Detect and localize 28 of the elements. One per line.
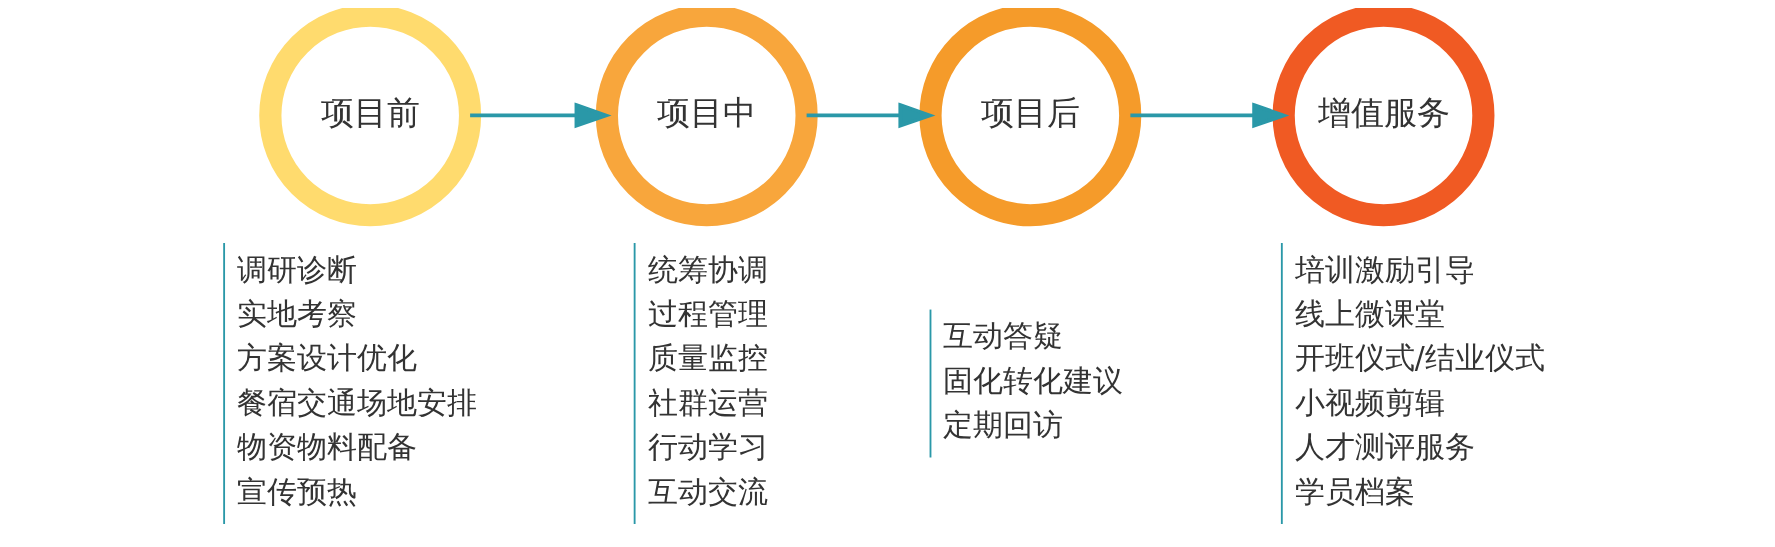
node-label: 学员档案 <box>1294 474 1415 509</box>
node-label: 人才测评服务 <box>1294 430 1475 465</box>
node-label: 实地考察 <box>237 296 358 331</box>
node-label: 质量监控 <box>647 341 768 376</box>
node-label: 过程管理 <box>647 296 768 331</box>
node-label: 宣传预热 <box>237 474 358 509</box>
node-label: 统筹协调 <box>647 252 768 287</box>
node-label: 互动交流 <box>647 474 768 509</box>
node-label: 培训激励引导 <box>1294 252 1475 287</box>
node-label: 线上微课堂 <box>1294 296 1445 331</box>
arrow <box>470 102 612 129</box>
node-label: 调研诊断 <box>237 252 358 287</box>
node-circle: 增值服务 <box>1272 8 1495 227</box>
node-circle: 项目后 <box>919 8 1142 227</box>
node-circle: 项目前 <box>259 8 482 227</box>
node-label: 固化转化建议 <box>943 363 1124 398</box>
node-label: 定期回访 <box>943 407 1064 442</box>
node-label: 方案设计优化 <box>237 341 418 376</box>
node-circle: 项目中 <box>595 8 818 227</box>
node-label: 社群运营 <box>647 385 768 420</box>
node-label: 小视频剪辑 <box>1294 385 1445 420</box>
node-label: 互动答疑 <box>943 319 1064 354</box>
node-label: 餐宿交通场地安排 <box>237 385 478 420</box>
arrow <box>806 102 936 129</box>
node-label: 开班仪式/结业仪式 <box>1294 341 1545 376</box>
node-label: 物资物料配备 <box>237 430 418 465</box>
node-label: 行动学习 <box>647 430 768 465</box>
arrow <box>1130 102 1290 129</box>
